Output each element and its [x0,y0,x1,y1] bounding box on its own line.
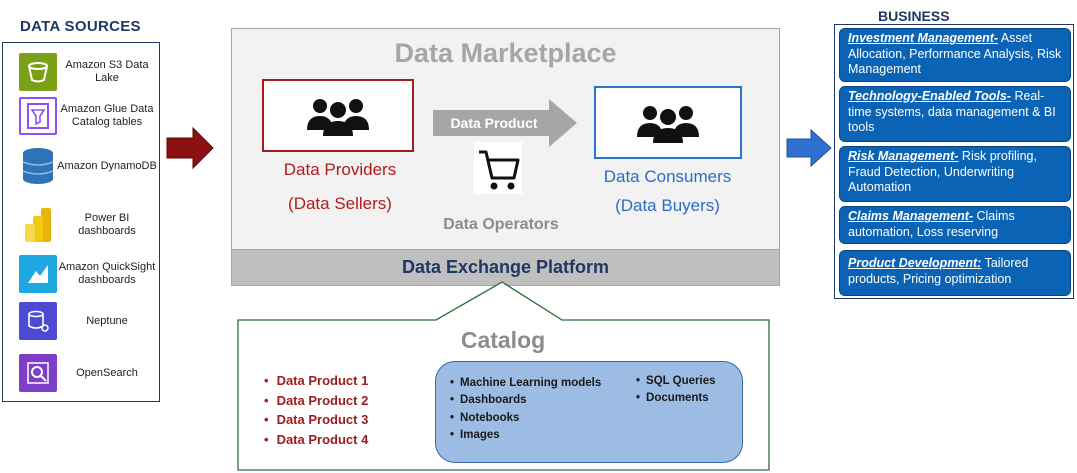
asset-item: Dashboards [450,392,601,409]
amazon-s3-icon [19,53,57,91]
opensearch-icon [19,354,57,392]
arrow-right-icon [166,126,214,170]
source-label: Neptune [86,314,128,327]
consumers-role: (Data Buyers) [615,196,720,215]
data-sources-title: DATA SOURCES [20,18,141,35]
data-exchange-platform-bar: Data Exchange Platform [231,249,780,286]
power-bi-icon [19,206,57,244]
business-item-text: Asset Allocation, Performance Analysis, … [848,31,1062,76]
asset-list: SQL Queries Documents [636,373,716,408]
source-item: Power BI dashboards [19,206,159,244]
business-item-text: Risk profiling, Fraud Detection, Underwr… [848,149,1037,194]
source-label: Power BI dashboards [78,212,136,237]
people-group-icon [307,98,369,136]
catalog-title: Catalog [460,327,546,353]
source-label: OpenSearch [76,366,138,379]
source-label: Amazon S3 Data Lake [65,59,149,84]
business-item-text: Real-time systems, data management & BI … [848,89,1056,134]
business-item: Technology-Enabled Tools- Real-time syst… [839,86,1071,142]
arrow-right-icon [786,128,832,168]
source-label: Amazon Glue Data Catalog tables [60,103,154,128]
data-product-arrow-icon [433,99,577,147]
business-item-heading: Risk Management- [848,149,959,163]
data-product-list: Data Product 1 Data Product 2 Data Produ… [264,371,369,450]
data-operators-label: Data Operators [443,216,559,233]
asset-item: Documents [636,390,716,407]
consumers-label: Data Consumers [603,167,732,186]
providers-label: Data Providers [283,160,397,179]
asset-item: Notebooks [450,410,601,427]
source-item: OpenSearch [19,354,159,392]
data-product-item: Data Product 2 [264,391,369,411]
data-sources-panel: Amazon S3 Data Lake Amazon Glue Data Cat… [2,42,160,402]
data-product-item: Data Product 1 [264,371,369,391]
business-item: Product Development: Tailored products, … [839,250,1071,296]
consumers-box [594,86,742,159]
business-item: Risk Management- Risk profiling, Fraud D… [839,146,1071,202]
business-item-heading: Claims Management- [848,209,974,223]
source-item: Amazon QuickSight dashboards [19,255,159,293]
source-item: Amazon DynamoDB [19,147,159,185]
people-group-icon [637,105,699,143]
source-label: Amazon QuickSight dashboards [58,261,156,286]
source-item: Amazon S3 Data Lake [19,53,159,91]
providers-role: (Data Sellers) [288,194,392,213]
marketplace-title: Data Marketplace [394,38,617,68]
dynamodb-icon [19,147,57,185]
business-item-heading: Product Development: [848,256,982,270]
source-item: Amazon Glue Data Catalog tables [19,97,159,135]
data-product-arrow-label: Data Product [450,115,538,131]
asset-item: Machine Learning models [450,375,601,392]
providers-box [262,79,414,152]
asset-item: SQL Queries [636,373,715,390]
source-item: Neptune [19,302,159,340]
shopping-cart-icon [474,142,522,194]
business-title: BUSINESS [878,8,950,24]
business-item-text: Tailored products, Pricing optimization [848,256,1029,286]
source-label: Amazon DynamoDB [57,159,157,172]
business-item: Investment Management- Asset Allocation,… [839,28,1071,82]
neptune-icon [19,302,57,340]
business-item-heading: Technology-Enabled Tools- [848,89,1011,103]
business-item-text: Claims automation, Loss reserving [848,209,1015,239]
business-item: Claims Management- Claims automation, Lo… [839,206,1071,244]
business-item-heading: Investment Management- [848,31,999,45]
asset-list: Machine Learning models Dashboards Noteb… [450,375,601,444]
asset-item: Images [450,427,601,444]
data-product-item: Data Product 4 [264,430,369,450]
catalog-assets-box: Machine Learning models Dashboards Noteb… [435,361,743,463]
quicksight-icon [19,255,57,293]
glue-data-catalog-icon [19,97,57,135]
data-product-item: Data Product 3 [264,410,369,430]
